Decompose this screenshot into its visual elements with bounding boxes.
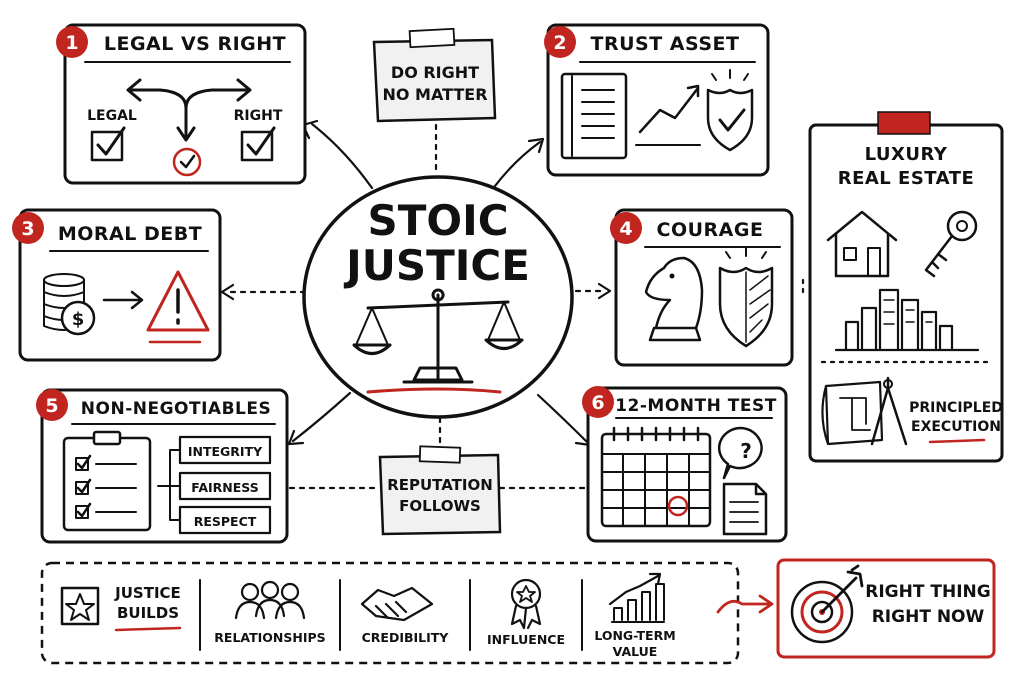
arrow-to-non-negotiables xyxy=(291,391,352,443)
center-node: STOIC JUSTICE xyxy=(302,175,574,419)
calendar-icon xyxy=(600,426,712,528)
shield-check-icon xyxy=(706,69,754,152)
note-bottom-line2: FOLLOWS xyxy=(399,497,481,515)
item-integrity: INTEGRITY xyxy=(188,444,263,459)
builds-item-credibility: CREDIBILITY xyxy=(362,630,450,645)
clipboard-checklist-icon xyxy=(62,430,152,532)
builds-label-line1: JUSTICE xyxy=(114,584,181,602)
item-fairness: FAIRNESS xyxy=(191,480,259,495)
note-top-line1: DO RIGHT xyxy=(391,63,479,82)
fork-arrow-icon xyxy=(126,78,252,142)
handshake-icon xyxy=(360,586,434,622)
house-icon xyxy=(826,210,898,278)
note-reputation: REPUTATION FOLLOWS xyxy=(378,445,502,536)
center-title-line1: STOIC xyxy=(367,196,508,245)
panel-4-title: COURAGE xyxy=(657,219,764,241)
panel-6-title: 12-MONTH TEST xyxy=(615,396,777,416)
right-label: RIGHT xyxy=(234,108,283,124)
blueprint-compass-icon xyxy=(821,376,908,446)
legal-label: LEGAL xyxy=(87,108,137,124)
key-icon xyxy=(924,210,978,278)
note-top-line2: NO MATTER xyxy=(382,85,487,104)
panel-non-negotiables: 5 NON-NEGOTIABLES INTEGRITY FAIRNESS RES… xyxy=(36,388,289,544)
svg-text:5: 5 xyxy=(45,395,58,417)
question-bubble-icon: ? xyxy=(717,426,763,480)
arrow-to-12-month-test xyxy=(536,393,589,444)
builds-item-relationships: RELATIONSHIPS xyxy=(214,630,325,645)
scales-icon xyxy=(352,288,524,394)
target-line1: RIGHT THING xyxy=(865,582,990,602)
warning-icon xyxy=(146,270,210,332)
target-icon xyxy=(790,564,864,644)
svg-text:?: ? xyxy=(740,439,752,463)
badge-1 xyxy=(56,26,88,58)
builds-label-line2: BUILDS xyxy=(117,604,179,622)
svg-text:1: 1 xyxy=(65,32,78,54)
panel-5-title: NON-NEGOTIABLES xyxy=(81,399,271,419)
badge-4 xyxy=(610,212,642,244)
coins-icon: $ xyxy=(43,273,96,336)
panel-1-title: LEGAL VS RIGHT xyxy=(104,33,286,55)
panel-trust-asset: 2 TRUST ASSET xyxy=(544,23,770,177)
connectors xyxy=(220,119,805,490)
badge-5 xyxy=(36,389,68,421)
people-icon xyxy=(234,580,306,620)
arrow-to-legal-vs-right xyxy=(310,122,374,190)
arrow-icon xyxy=(102,290,144,310)
panel-3-title: MORAL DEBT xyxy=(58,223,202,245)
panel-12-month-test: 6 12-MONTH TEST ? xyxy=(582,386,788,543)
item-respect: RESPECT xyxy=(194,514,257,529)
panel-moral-debt: 3 MORAL DEBT $ xyxy=(12,208,222,362)
document-icon xyxy=(722,482,768,536)
badge-6 xyxy=(582,386,614,418)
tape xyxy=(418,445,462,464)
growth-chart-icon xyxy=(608,572,665,623)
panel-courage: 4 COURAGE xyxy=(610,208,794,367)
checkbox-icon xyxy=(240,126,276,162)
builds-item-long-term: LONG-TERM xyxy=(594,628,675,643)
center-title-line2: JUSTICE xyxy=(343,241,530,290)
chess-knight-icon xyxy=(644,256,704,342)
badge-2 xyxy=(544,26,576,58)
checkbox-icon xyxy=(90,126,126,162)
skyline-icon xyxy=(834,288,980,352)
star-icon xyxy=(60,586,100,626)
builds-item-influence: INFLUENCE xyxy=(487,632,565,647)
side-footer-line2: EXECUTION xyxy=(911,419,1001,435)
medal-icon xyxy=(510,578,542,630)
svg-text:3: 3 xyxy=(21,218,34,240)
svg-text:6: 6 xyxy=(591,392,604,414)
panel-luxury-real-estate: LUXURY REAL ESTATE PRINCIPLED EXECUTION xyxy=(808,111,1004,463)
side-title-line2: REAL ESTATE xyxy=(838,168,975,189)
svg-text:2: 2 xyxy=(553,32,566,54)
note-bottom-line1: REPUTATION xyxy=(387,476,493,494)
note-do-right: DO RIGHT NO MATTER xyxy=(372,27,497,123)
arrow-to-target xyxy=(716,594,774,614)
notebook-icon xyxy=(560,72,628,160)
badge-3 xyxy=(12,212,44,244)
circle-check-icon xyxy=(172,147,202,177)
justice-builds-strip: JUSTICE BUILDS RELATIONSHIPS CREDIBILITY… xyxy=(40,561,740,665)
tape xyxy=(408,27,456,49)
side-title-line1: LUXURY xyxy=(865,144,948,165)
target-line2: RIGHT NOW xyxy=(872,607,985,627)
arrow-to-trust-asset xyxy=(493,140,542,188)
builds-item-value: VALUE xyxy=(613,644,658,659)
shield-icon xyxy=(718,247,774,348)
target-box: RIGHT THING RIGHT NOW xyxy=(776,558,996,659)
bracket xyxy=(157,449,181,521)
svg-text:4: 4 xyxy=(619,218,632,240)
panel-2-title: TRUST ASSET xyxy=(591,33,740,55)
trend-chart-icon xyxy=(635,84,701,146)
panel-legal-vs-right: 1 LEGAL VS RIGHT LEGAL RIGHT xyxy=(56,23,307,185)
side-footer-line1: PRINCIPLED xyxy=(909,400,1003,416)
tape-red xyxy=(877,111,931,135)
svg-text:$: $ xyxy=(72,309,85,330)
